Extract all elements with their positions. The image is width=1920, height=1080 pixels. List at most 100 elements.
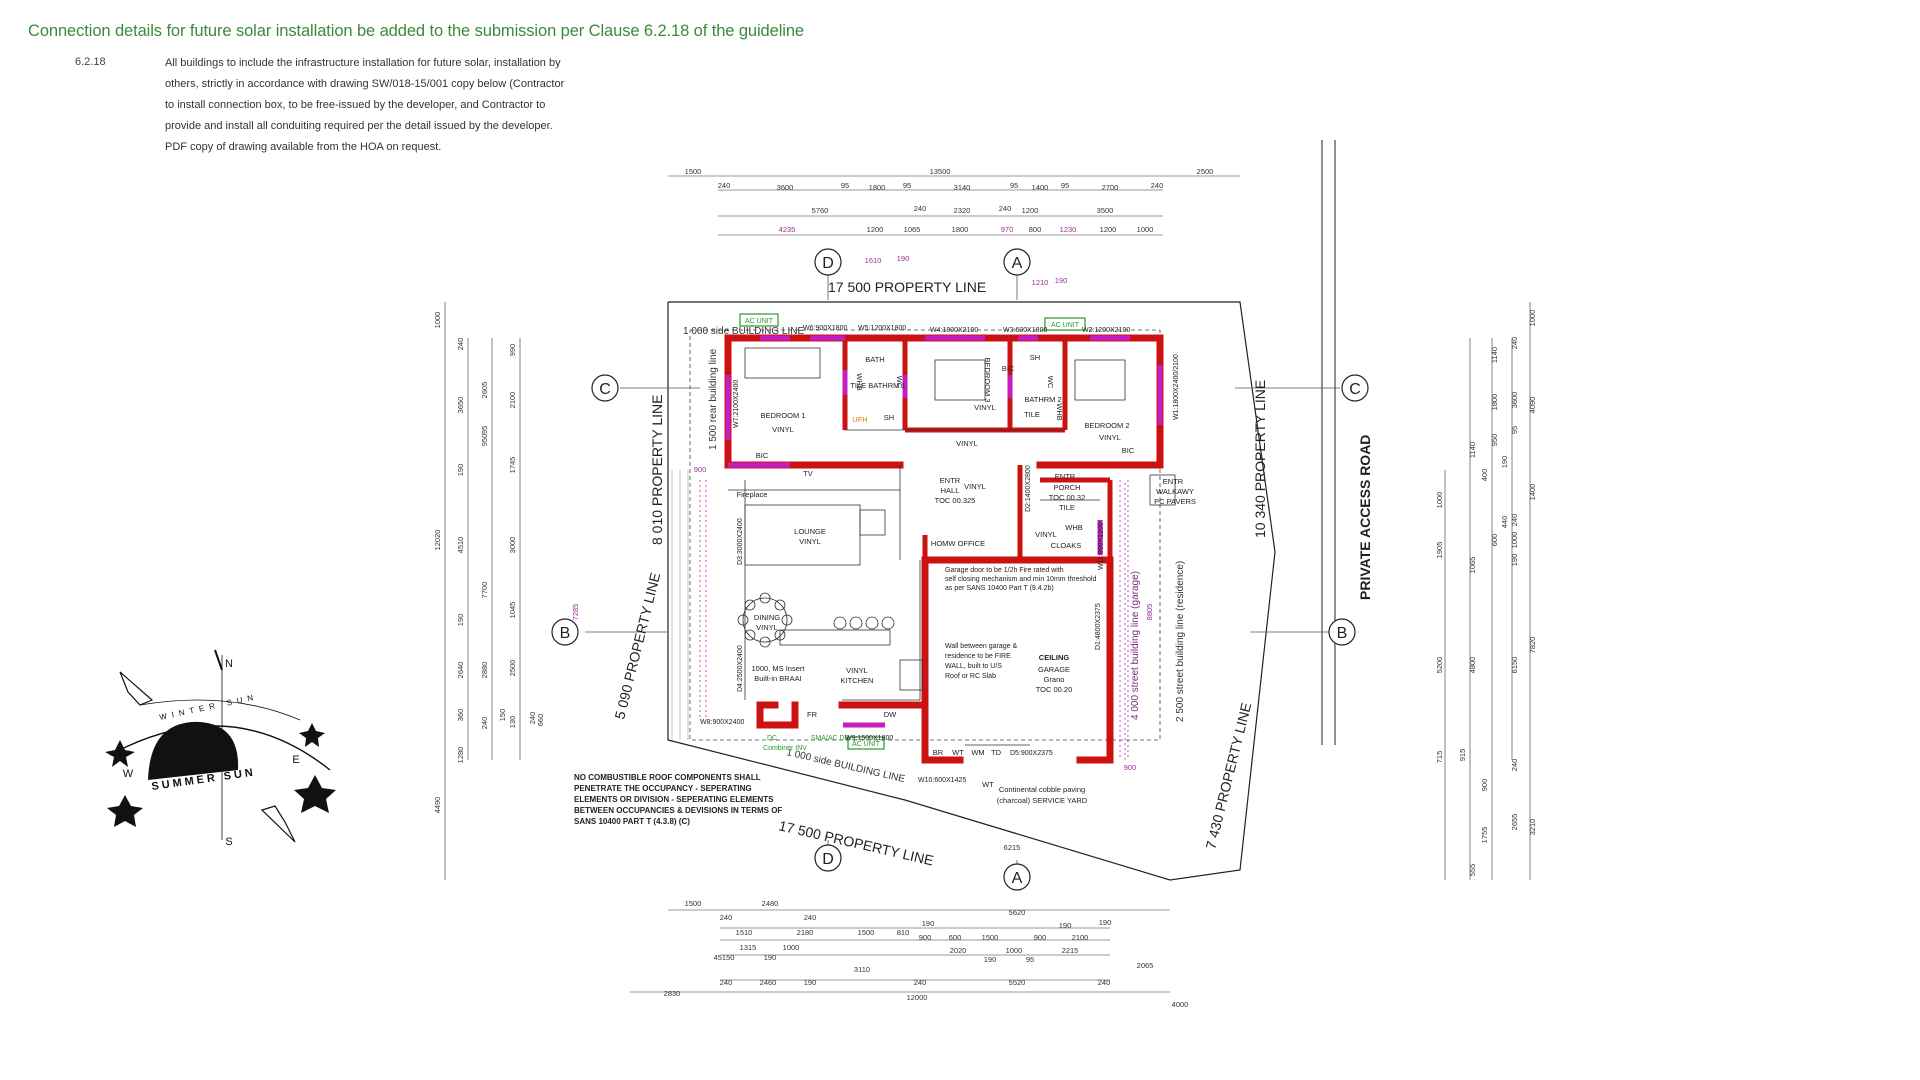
room-whb1: WHB xyxy=(855,373,864,391)
sun-stars xyxy=(105,723,336,827)
dim-bottom: 2065 xyxy=(1137,961,1154,970)
property-line-bottom: 17 500 PROPERTY LINE xyxy=(777,817,935,868)
dim-right: 400 xyxy=(1480,469,1489,482)
dim-top-r2: 95 xyxy=(1010,181,1018,190)
dim-right: 1000 xyxy=(1435,492,1444,509)
dim-right: 240 xyxy=(1510,759,1519,772)
section-marker-a-top: A xyxy=(1012,255,1023,272)
room-fr: FR xyxy=(807,710,818,719)
building-line-side-top: 1 000 side BUILDING LINE xyxy=(683,326,804,337)
window-w5: W5:1200X1800 xyxy=(858,325,906,332)
dim-bottom: 190 xyxy=(1059,921,1072,930)
dim-bottom: 1000 xyxy=(1006,946,1023,955)
property-line-right-lower: 7 430 PROPERTY LINE xyxy=(1202,701,1254,851)
dim-left: 360 xyxy=(456,709,465,722)
dim-top-r2: 95 xyxy=(841,181,849,190)
room-bathrm2: BATHRM 2 xyxy=(1024,395,1061,404)
property-line-right-upper: 10 340 PROPERTY LINE xyxy=(1252,380,1268,538)
dim-bottom: 1500 xyxy=(982,933,999,942)
dim-top-r2: 240 xyxy=(1151,181,1164,190)
window-w7: W7:2100X2400 xyxy=(733,380,740,428)
dim-right: 6150 xyxy=(1510,657,1519,674)
room-bedroom2: BEDROOM 2 xyxy=(1084,421,1129,430)
dim-bottom: 5520 xyxy=(1009,978,1026,987)
room-bedroom1-floor: VINYL xyxy=(772,425,794,434)
dimension-lines xyxy=(444,175,1531,993)
dim-bottom: 1500 xyxy=(685,899,702,908)
dim-bottom: 240 xyxy=(720,913,733,922)
room-entr-hall-1: ENTR xyxy=(940,476,961,485)
dim-bottom: 1500 xyxy=(858,928,875,937)
room-home-office: HOMW OFFICE xyxy=(931,539,985,548)
room-service-yard-1: Continental cobble paving xyxy=(999,785,1085,794)
dim-left: 190 xyxy=(456,614,465,627)
dim-left: 150 xyxy=(498,709,507,722)
dim-bottom: 2180 xyxy=(797,928,814,937)
dim-top-sub: 190 xyxy=(897,254,910,263)
dim-top-r2: 95 xyxy=(1061,181,1069,190)
dim-left: 1045 xyxy=(508,602,517,619)
dim-bottom: 2480 xyxy=(762,899,779,908)
door-d5: D5:900X2375 xyxy=(1010,750,1053,757)
room-wc2: WC xyxy=(1046,376,1055,389)
property-line-left-upper: 8 010 PROPERTY LINE xyxy=(649,395,665,545)
room-entr-porch-1: ENTR xyxy=(1055,472,1076,481)
dim-right: 1800 xyxy=(1490,394,1499,411)
room-wc1: WC xyxy=(895,376,904,389)
dim-top-r4: 1200 xyxy=(867,225,884,234)
note-roof-1: NO COMBUSTIBLE ROOF COMPONENTS SHALL xyxy=(574,773,761,782)
room-dining: DINING xyxy=(754,613,780,622)
note-firewall-2: residence to be FIRE xyxy=(945,653,1011,660)
dim-left: 3650 xyxy=(456,397,465,414)
dim-top-r2: 2700 xyxy=(1102,183,1119,192)
interior-detail xyxy=(728,347,1176,746)
dim-top-2500: 2500 xyxy=(1197,167,1214,176)
dim-left: 4510 xyxy=(456,537,465,554)
room-entr-porch-2: PORCH xyxy=(1053,483,1080,492)
room-passage-floor: VINYL xyxy=(956,439,978,448)
dim-right: 915 xyxy=(1458,749,1467,762)
room-garage-2: GARAGE xyxy=(1038,665,1070,674)
room-dining-floor: VINYL xyxy=(756,623,778,632)
dim-right: 555 xyxy=(1468,864,1477,877)
door-d3: D3:3000X2400 xyxy=(737,518,744,565)
compass-east: E xyxy=(292,754,299,766)
note-roof-4: BETWEEN OCCUPANCIES & DEVISIONS IN TERMS… xyxy=(574,806,782,815)
dim-left: 2880 xyxy=(480,662,489,679)
room-kitchen: KITCHEN xyxy=(841,676,874,685)
clause-line: PDF copy of drawing available from the H… xyxy=(165,141,442,153)
clause-number: 6.2.18 xyxy=(75,56,106,68)
window-w6: W6:900X1800 xyxy=(803,325,847,332)
dim-bottom: 12000 xyxy=(907,993,928,1002)
dim-right: 600 xyxy=(1490,534,1499,547)
dim-bottom: 4000 xyxy=(1172,1000,1189,1009)
dim-right: 3210 xyxy=(1528,819,1537,836)
dim-top-sub: 190 xyxy=(1055,276,1068,285)
dim-right: 95 xyxy=(1510,426,1519,434)
dim-left: 950 xyxy=(480,434,489,447)
compass-south: S xyxy=(225,836,232,848)
room-fireplace: Fireplace xyxy=(737,490,768,499)
compass-diagram xyxy=(109,649,331,840)
windows xyxy=(725,335,1163,728)
note-firewall-1: Wall between garage & xyxy=(945,643,1017,650)
dim-left: 2100 xyxy=(508,392,517,409)
dim-left: 240 xyxy=(456,338,465,351)
section-marker-d-top: D xyxy=(822,255,834,272)
dim-right: 190 xyxy=(1510,554,1519,567)
compass-arrows xyxy=(119,671,296,843)
clause-line: to install connection box, to be free-is… xyxy=(165,99,546,111)
clause-text: All buildings to include the infrastruct… xyxy=(165,53,595,158)
dim-bottom: 3110 xyxy=(854,965,870,974)
window-w10: W10:600X1425 xyxy=(918,777,966,784)
dim-left: 7285 xyxy=(571,604,580,621)
dim-top-r2: 240 xyxy=(718,181,731,190)
room-garage-1: CEILING xyxy=(1039,653,1070,662)
dim-top-r3: 2320 xyxy=(954,206,971,215)
private-access-road: PRIVATE ACCESS ROAD xyxy=(1357,435,1373,600)
dim-right: 950 xyxy=(1490,434,1499,447)
dim-bottom: 5620 xyxy=(1009,908,1026,917)
dim-bottom: 1510 xyxy=(736,928,753,937)
dim-top-r4: 1200 xyxy=(1100,225,1117,234)
section-marker-a-bottom: A xyxy=(1012,870,1023,887)
